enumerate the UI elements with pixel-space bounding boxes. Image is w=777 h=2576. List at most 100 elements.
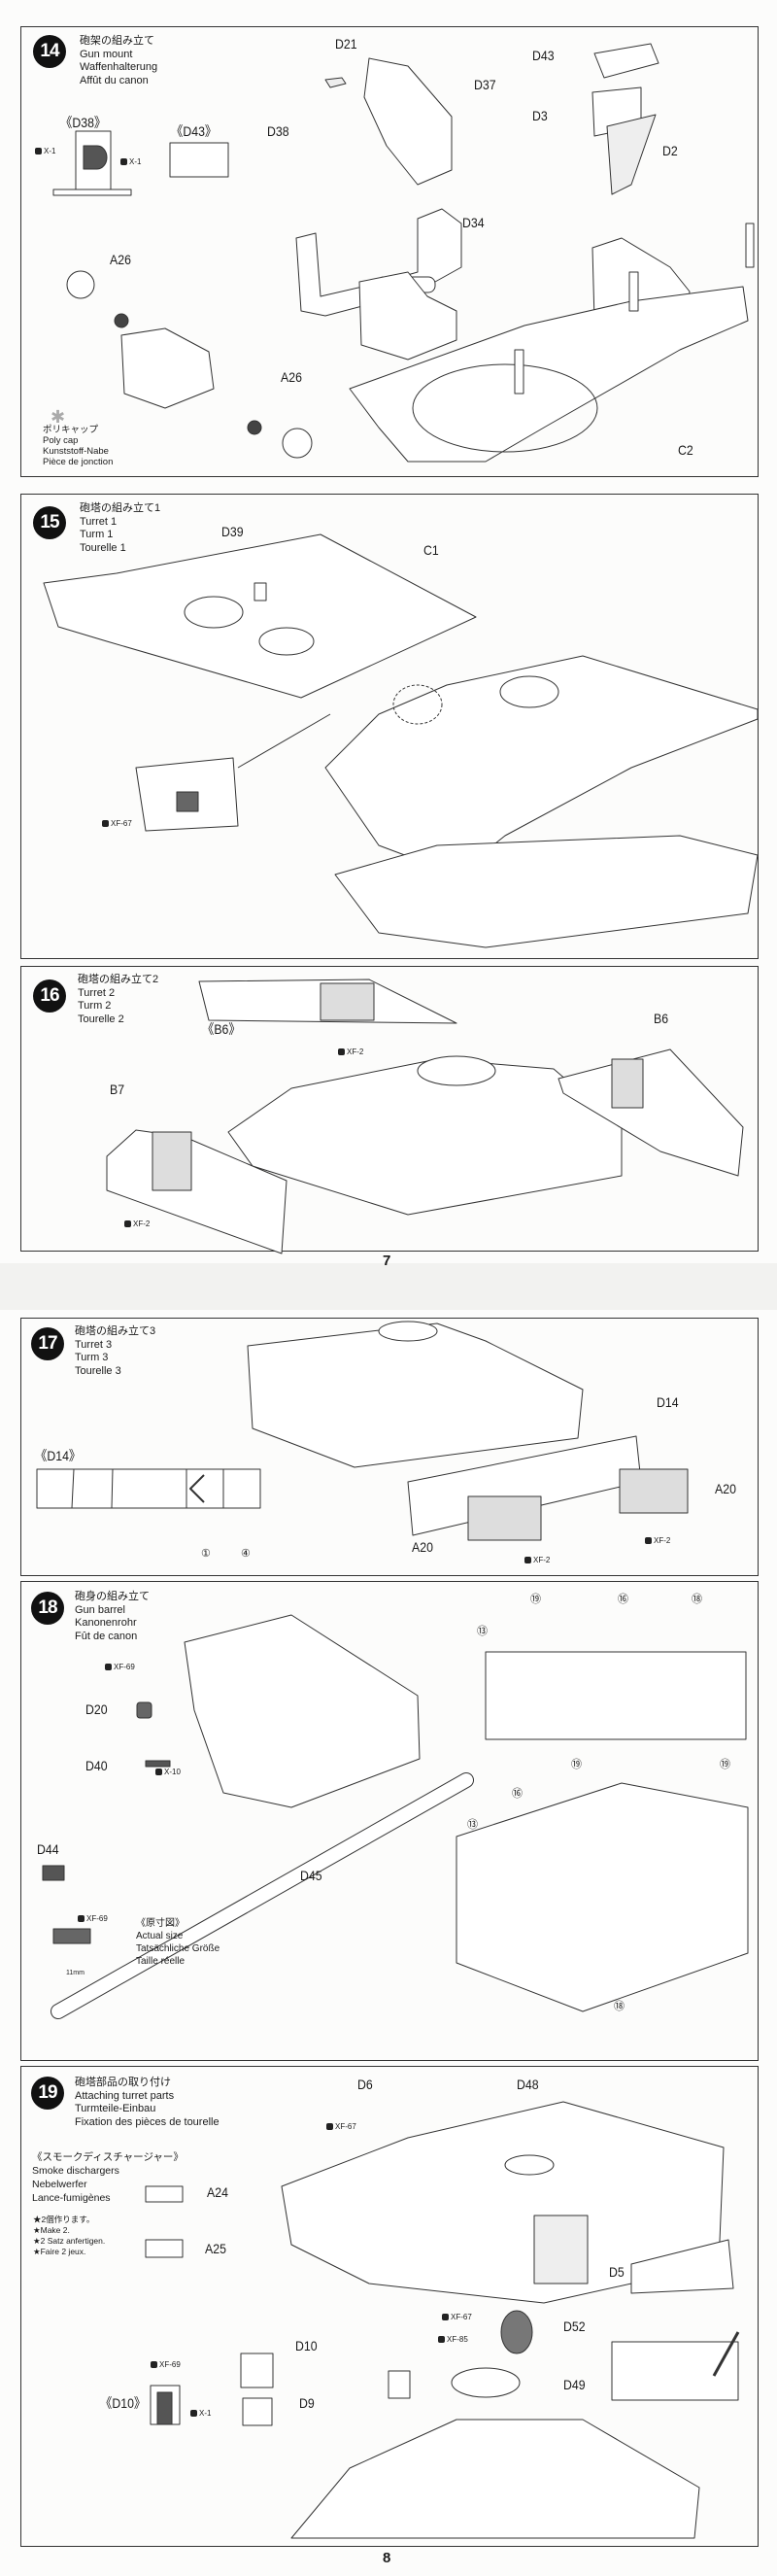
detail-label: 《D43》	[171, 123, 218, 139]
part-d9-drawing	[242, 2397, 273, 2426]
step-14-panel	[20, 26, 759, 477]
part-label: D6	[357, 2077, 373, 2092]
part-label: D38	[267, 123, 289, 139]
actual-size-drawing	[52, 1928, 91, 1944]
detail-label: 《B6》	[202, 1021, 241, 1037]
step-number-badge: 15	[33, 506, 66, 539]
part-label: C1	[423, 542, 439, 558]
step-15-illustration	[43, 533, 759, 948]
actual-size-fr: Taille réelle	[136, 1956, 186, 1967]
step-number-badge: 17	[31, 1327, 64, 1360]
paint-code: XF-67	[326, 2122, 356, 2131]
title-fr: Tourelle 2	[78, 1013, 124, 1025]
dimension-label: 11mm	[66, 1970, 84, 1976]
step-18-panel	[20, 1581, 759, 2061]
part-label: D34	[462, 215, 485, 230]
step-19-illustration	[145, 2101, 740, 2539]
part-label: D48	[517, 2077, 539, 2092]
title-ja: 砲塔部品の取り付け	[75, 2077, 171, 2088]
page-separator	[0, 1263, 777, 1310]
part-label: D52	[563, 2318, 586, 2334]
d14-detail-drawing	[36, 1468, 261, 1509]
paint-code: XF-85	[438, 2335, 468, 2344]
part-label: A24	[207, 2184, 228, 2200]
part-label: A26	[110, 252, 131, 267]
title-fr: Affût du canon	[80, 74, 149, 86]
part-d49-drawing	[451, 2367, 521, 2398]
title-en: Turret 3	[75, 1338, 113, 1351]
title-ja: 砲身の組み立て	[75, 1591, 150, 1602]
part-label: D3	[532, 108, 548, 123]
paint-code: X-1	[35, 147, 55, 155]
title-de: Turm 3	[75, 1352, 109, 1363]
step-16-panel	[20, 966, 759, 1252]
title-de: Turm 1	[80, 529, 114, 540]
smoke-ja: 《スモークディスチャージャー》	[32, 2151, 184, 2163]
part-label: A26	[281, 369, 302, 385]
part-d37-drawing	[363, 57, 453, 186]
title-en: Turret 1	[80, 515, 118, 528]
part-label: D20	[85, 1701, 108, 1717]
part-c1-drawing	[43, 533, 477, 699]
title-de: Kanonenrohr	[75, 1617, 137, 1629]
part-b6-drawing	[557, 1048, 744, 1177]
part-d40-drawing	[145, 1760, 171, 1768]
step-title: 砲塔の組み立て1 Turret 1 Turm 1 Tourelle 1	[80, 502, 160, 555]
part-d21-drawing	[324, 77, 347, 88]
part-label: C2	[678, 442, 693, 458]
part-a24-drawing	[145, 2185, 184, 2203]
step-17-panel	[20, 1318, 759, 1576]
step-17-illustration	[36, 1321, 689, 1541]
part-a25-drawing	[145, 2239, 184, 2258]
title-fr: Fût de canon	[75, 1630, 138, 1642]
title-de: Turm 2	[78, 1000, 112, 1012]
title-fr: Tourelle 3	[75, 1364, 121, 1377]
part-d10-drawing	[240, 2353, 274, 2388]
step-title: 砲塔部品の取り付け Attaching turret parts Turmtei…	[75, 2077, 220, 2129]
step-title: 砲身の組み立て Gun barrel Kanonenrohr Fût de ca…	[75, 1591, 150, 1643]
actual-size-en: Actual size	[136, 1931, 184, 1941]
part-label: A20	[715, 1481, 736, 1496]
detail-label: 《D14》	[35, 1448, 82, 1463]
part-d20-drawing	[136, 1701, 152, 1719]
decal-number: ⑱	[692, 1594, 702, 1605]
paint-code: XF-2	[645, 1536, 670, 1545]
paint-code: XF-67	[102, 819, 132, 828]
part-a26-drawing-2	[282, 428, 313, 459]
smoke-fr: Lance-fumigènes	[32, 2192, 111, 2204]
make2-fr: ★Faire 2 jeux.	[33, 2247, 86, 2256]
polycap-ja: ポリキャップ	[43, 425, 99, 435]
paint-code: XF-69	[105, 1663, 135, 1671]
smoke-dischargers-note: 《スモークディスチャージャー》 Smoke dischargers Nebelw…	[32, 2150, 184, 2205]
part-label: D10	[295, 2338, 318, 2353]
polycap-en: Poly cap	[43, 435, 79, 446]
part-d52-drawing	[500, 2310, 533, 2354]
part-b7-drawing	[106, 1129, 287, 1254]
paint-code: XF-67	[442, 2313, 472, 2321]
decal-number: ⑯	[512, 1788, 523, 1800]
page-number: 8	[383, 2550, 391, 2566]
polycap-de: Kunststoff-Nabe	[43, 446, 109, 457]
d43-detail-drawing	[169, 142, 229, 178]
decal-number: ④	[241, 1548, 251, 1560]
top-view-drawing	[485, 1651, 747, 1740]
detail-label: 《D10》	[100, 2395, 147, 2411]
title-ja: 砲塔の組み立て2	[78, 974, 159, 985]
part-label: B7	[110, 1082, 125, 1097]
title-ja: 砲架の組み立て	[80, 35, 154, 47]
page-number: 7	[383, 1253, 391, 1269]
detail-label: 《D38》	[60, 115, 107, 130]
paint-code: X-1	[190, 2409, 211, 2418]
hatch-inset-drawing	[611, 2341, 739, 2401]
step-15-panel	[20, 494, 759, 959]
decal-number: ⑲	[720, 1759, 730, 1770]
step-18-illustration	[42, 1614, 749, 2019]
decal-number: ⑬	[477, 1626, 488, 1637]
make-two-note: ★2個作ります。 ★Make 2. ★2 Satz anfertigen. ★F…	[33, 2215, 105, 2257]
part-label: B6	[654, 1011, 669, 1026]
step-title: 砲塔の組み立て3 Turret 3 Turm 3 Tourelle 3	[75, 1325, 155, 1378]
decal-number: ⑲	[530, 1594, 541, 1605]
polycap-legend: ポリキャップ Poly cap Kunststoff-Nabe Pièce de…	[43, 425, 113, 467]
part-label: D2	[662, 143, 678, 158]
